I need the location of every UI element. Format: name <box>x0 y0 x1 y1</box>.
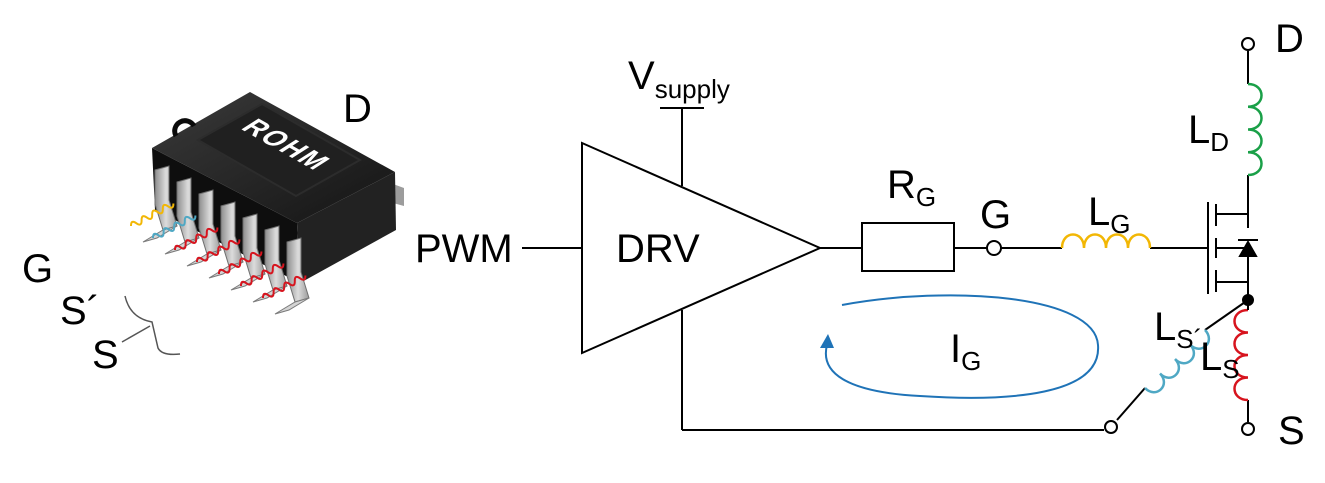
package-lead-foot <box>230 273 266 291</box>
drain-terminal <box>1241 37 1255 51</box>
bond-wires <box>129 203 307 299</box>
bond-wire <box>217 251 263 275</box>
gate-node-terminal <box>986 240 1002 256</box>
gate-resistor-label: RG <box>887 163 936 212</box>
drain-inductor <box>1247 82 1263 177</box>
package-pin-label-source: S <box>92 333 119 377</box>
package-notch <box>172 118 197 138</box>
bond-wire <box>151 215 197 239</box>
kelvin-upper-wire <box>1204 299 1249 331</box>
driver-label: DRV <box>616 227 700 271</box>
package-lead-foot <box>208 261 244 279</box>
package-pin-label-drain: D <box>343 87 372 131</box>
package-pin-label-kelvin-source: S´ <box>60 289 100 333</box>
gate-resistor <box>861 222 955 272</box>
source-inductor <box>1233 308 1249 402</box>
pwm-label: PWM <box>415 227 513 271</box>
source-pin-brace <box>124 295 181 356</box>
gate-inductor-label: LG <box>1088 190 1130 239</box>
bond-wire <box>195 239 241 263</box>
kelvin-inductor-label: LS´ <box>1154 305 1202 354</box>
package-lead-foot <box>252 285 288 303</box>
source-pin-leader <box>121 325 151 343</box>
gate-inductor <box>1060 233 1152 249</box>
bond-wire <box>129 203 175 227</box>
gate-current-loop <box>824 294 1100 399</box>
package-lead-foot <box>142 225 178 243</box>
package-lead-foot <box>186 249 222 267</box>
mosfet-symbol <box>1207 175 1258 300</box>
package-inner-top <box>195 102 363 198</box>
kelvin-lower-wire <box>1116 387 1146 421</box>
package-lead-foot <box>164 237 200 255</box>
drain-inductor-label: LD <box>1188 108 1229 157</box>
bond-wire <box>261 275 307 299</box>
gate-node-label: G <box>980 193 1011 237</box>
bond-wire <box>173 227 219 251</box>
package-side-tab <box>393 184 404 206</box>
package-lead-foot <box>274 297 310 315</box>
package-pin-label-gate: G <box>22 247 53 291</box>
gate-current-loop-arrowhead <box>820 334 834 348</box>
kelvin-source-inductor <box>1144 329 1211 394</box>
source-inductor-label: LS <box>1200 335 1240 384</box>
drain-terminal-label: D <box>1275 17 1304 61</box>
source-terminal <box>1241 422 1255 436</box>
source-terminal-label: S <box>1278 409 1305 453</box>
schematic <box>522 37 1258 436</box>
gate-current-label: IG <box>950 327 981 376</box>
kelvin-source-terminal <box>1104 420 1118 434</box>
supply-label: Vsupply <box>628 54 730 104</box>
bond-wire <box>239 263 285 287</box>
package-body-right <box>297 172 396 283</box>
package-illustration: ROHM D G S´ S <box>22 87 404 377</box>
